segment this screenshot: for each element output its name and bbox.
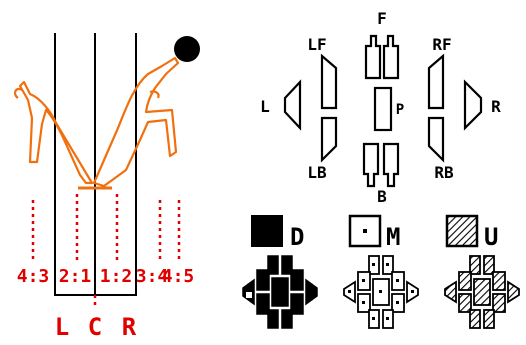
piece-l [285, 82, 300, 128]
legend-swatch-dot-mark [363, 229, 367, 233]
compass-label-lb: LB [307, 163, 327, 182]
mini-compass-dot [344, 256, 418, 328]
player-figure [15, 58, 178, 188]
legend-swatch-hatched [447, 216, 477, 246]
piece-f-left [366, 36, 380, 78]
compass-label-rf: RF [432, 35, 451, 54]
piece-rf [429, 56, 443, 108]
piece-lf [322, 56, 336, 108]
piece-b-left [364, 144, 378, 186]
piece-r [465, 82, 481, 128]
mini-compass-solid [243, 256, 317, 328]
lane-number-4-5: 4:5 [162, 266, 195, 287]
legend: D M U [252, 216, 498, 251]
label-l: L [55, 313, 69, 341]
label-r: R [122, 313, 137, 341]
piece-rb [429, 118, 443, 160]
compass-label-p: P [396, 102, 404, 118]
lane-number-2-1: 2:1 [59, 266, 92, 287]
mini-compass-hatched [445, 256, 519, 328]
legend-letter-u: U [484, 223, 498, 251]
piece-b-right [384, 144, 398, 186]
compass-label-r: R [491, 97, 501, 116]
compass-label-lf: LF [307, 35, 326, 54]
label-c: C [88, 313, 102, 341]
piece-f-right [384, 36, 398, 78]
legend-swatch-solid [252, 216, 282, 246]
ball [174, 36, 200, 62]
piece-lb [322, 118, 336, 160]
compass-label-f: F [377, 9, 387, 28]
lane-number-4-3: 4:3 [17, 266, 50, 287]
piece-p [375, 88, 391, 130]
lane-number-1-2: 1:2 [100, 266, 133, 287]
compass-label-l: L [260, 97, 270, 116]
compass-label-b: B [377, 187, 387, 206]
legend-letter-d: D [290, 223, 304, 251]
legend-letter-m: M [386, 223, 400, 251]
compass-label-rb: RB [434, 163, 454, 182]
lane-figure: 4:3 2:1 1:2 3:4 4:5 L C R [15, 33, 200, 341]
